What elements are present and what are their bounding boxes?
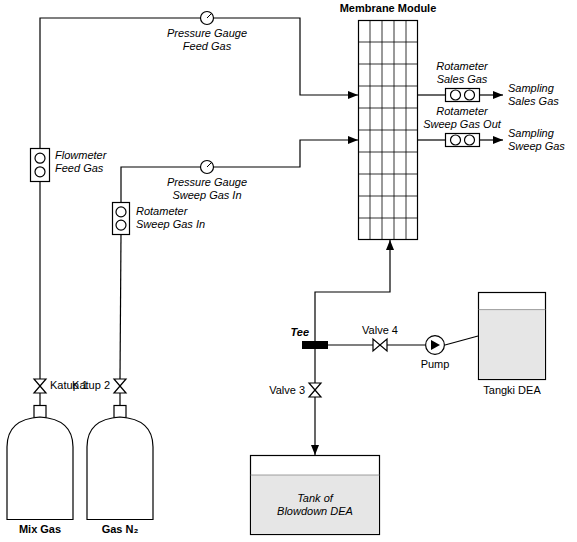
pipe-line — [120, 235, 121, 379]
sampling-label: Sampling Sales Gas — [508, 82, 574, 108]
equipment-label: Valve 4 — [362, 324, 398, 337]
pipe-tee: Tee — [302, 341, 328, 349]
sampling-label: Sampling Sweep Gas — [508, 127, 574, 153]
pump: Pump — [425, 335, 445, 355]
pipe-tee-symbol — [302, 341, 328, 349]
pressure-gauge: Pressure Gauge Sweep Gas In — [200, 160, 214, 174]
equipment-label: Rotameter Sweep Gas Out — [422, 105, 502, 131]
rotameter: Rotameter Sweep Gas Out — [445, 133, 480, 147]
rotameter-symbol — [445, 88, 480, 102]
rotameter-symbol — [112, 202, 130, 235]
pressure-gauge: Pressure Gauge Feed Gas — [200, 11, 214, 25]
pressure-gauge-symbol — [200, 160, 214, 174]
blowdown-tank: Tank of Blowdown DEA — [250, 455, 380, 535]
valve: Katup 1 — [34, 379, 46, 393]
gas-cylinder-symbol — [5, 405, 75, 520]
pipe-line — [314, 349, 315, 383]
valve: Valve 4 — [373, 339, 387, 351]
equipment-label: Mix Gas — [19, 523, 61, 536]
pipe-line — [214, 140, 358, 167]
pipe-line — [418, 139, 445, 140]
storage-tank-symbol — [478, 292, 546, 380]
pipe-line — [445, 336, 478, 345]
valve: Katup 2 — [114, 379, 126, 393]
pipe-line — [387, 344, 425, 345]
rotameter-symbol — [445, 133, 480, 147]
equipment-label: Pressure Gauge Sweep Gas In — [160, 176, 255, 202]
equipment-label: Flowmeter Feed Gas — [55, 149, 117, 175]
gas-cylinder: Gas N₂ — [85, 405, 155, 520]
equipment-label: Tangki DEA — [483, 384, 540, 397]
valve-symbol — [309, 383, 321, 397]
equipment-label: Rotameter Sweep Gas In — [136, 205, 208, 231]
equipment-label: Pressure Gauge Feed Gas — [160, 27, 255, 53]
pipe-line — [119, 393, 120, 405]
pipe-line — [39, 182, 40, 379]
pipe-line — [418, 94, 445, 95]
equipment-label: Gas N₂ — [102, 523, 139, 536]
sampling-arrow — [480, 139, 503, 140]
valve-symbol — [114, 379, 126, 393]
membrane-module: Membrane Module — [358, 20, 418, 240]
equipment-label: Katup 2 — [72, 379, 110, 392]
sampling-arrow — [480, 94, 503, 95]
rotameter: Rotameter Sales Gas — [445, 88, 480, 102]
pipe-line — [314, 397, 315, 455]
flowmeter-symbol — [30, 148, 50, 182]
storage-tank: Tangki DEA — [478, 292, 546, 380]
valve-symbol — [373, 339, 387, 351]
gas-cylinder-symbol — [85, 405, 155, 520]
pipe-line — [328, 344, 373, 345]
rotameter: Rotameter Sweep Gas In — [112, 202, 130, 235]
valve: Valve 3 — [309, 383, 321, 397]
pressure-gauge-symbol — [200, 11, 214, 25]
flowmeter: Flowmeter Feed Gas — [30, 148, 50, 182]
gas-cylinder: Mix Gas — [5, 405, 75, 520]
pipe-line — [39, 393, 40, 405]
valve-symbol — [34, 379, 46, 393]
equipment-label: Pump — [421, 358, 450, 371]
equipment-label: Membrane Module — [340, 2, 437, 15]
equipment-label: Tank of Blowdown DEA — [275, 492, 355, 518]
membrane-module-symbol — [358, 20, 418, 240]
equipment-label: Valve 3 — [269, 384, 305, 397]
equipment-label: Rotameter Sales Gas — [426, 60, 498, 86]
pump-symbol — [425, 335, 445, 355]
equipment-label: Tee — [290, 326, 309, 339]
